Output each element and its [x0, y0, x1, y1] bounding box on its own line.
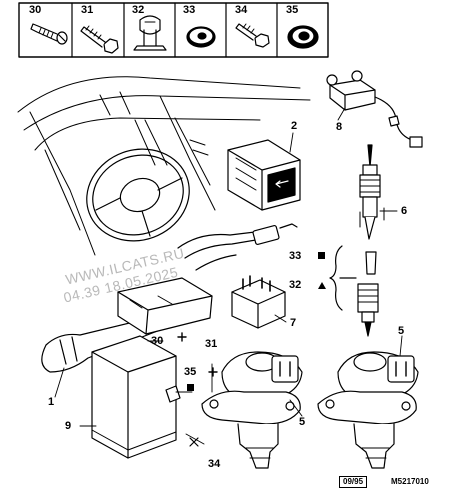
relay-item-7: [231, 275, 286, 329]
triangle-symbol-icon: [318, 282, 326, 289]
callout-2: 2: [291, 120, 298, 132]
switch-item-2: [227, 139, 301, 211]
part-number-32: 32: [132, 4, 145, 16]
cable-clip-icon: [133, 15, 167, 51]
leader-lines: [54, 107, 403, 445]
callout-5-right: 5: [398, 325, 405, 337]
dashboard-outline: [17, 76, 311, 256]
sensor-item-8: [326, 70, 423, 148]
part-number-35: 35: [286, 4, 299, 16]
callout-6: 6: [401, 205, 408, 217]
wiring-loom: [184, 239, 257, 259]
callout-32: 32: [289, 279, 302, 291]
wiring-loom: [279, 223, 298, 229]
footer-date: 09/95: [339, 476, 368, 488]
callout-5-left: 5: [299, 416, 306, 428]
wiring-connector: [252, 224, 280, 246]
hex-bolt-icon: [80, 25, 119, 54]
part-number-33: 33: [183, 4, 196, 16]
plus-mark-icon: [177, 332, 187, 342]
control-unit-item-9: [91, 335, 181, 459]
callout-8: 8: [336, 121, 343, 133]
bracket-brace: [329, 245, 343, 311]
callout-7: 7: [290, 317, 297, 329]
footer-reference: M5217010: [391, 477, 429, 486]
wiring-loom: [195, 254, 237, 271]
cross-mark-icon: [189, 437, 199, 447]
callout-30: 30: [151, 335, 164, 347]
callout-1: 1: [48, 396, 55, 408]
square-symbol-icon: [318, 252, 325, 259]
part-number-34: 34: [235, 4, 248, 16]
callout-33: 33: [289, 250, 302, 262]
part-number-30: 30: [29, 4, 42, 16]
square-symbol-icon: [187, 384, 194, 391]
callout-34: 34: [208, 458, 221, 470]
speed-sensor-item-5-left: [201, 351, 303, 469]
wiring-loom: [177, 231, 256, 249]
washer-icon: [186, 26, 216, 48]
parts-bar-frame: [18, 2, 329, 58]
plus-mark-icon: [208, 367, 218, 377]
part-number-31: 31: [81, 4, 94, 16]
steering-wheel: [86, 148, 190, 242]
callout-31: 31: [205, 338, 218, 350]
callout-9: 9: [65, 420, 72, 432]
self-tapping-screw-icon: [30, 23, 68, 45]
speedometer-cable-item-6: [357, 144, 385, 337]
callout-35: 35: [184, 366, 197, 378]
rubber-grommet-icon: [287, 25, 319, 49]
stalk-switch-item-1: [41, 277, 213, 373]
speed-sensor-item-5-right: [317, 351, 419, 469]
hex-nut-bolt-icon: [235, 23, 270, 48]
